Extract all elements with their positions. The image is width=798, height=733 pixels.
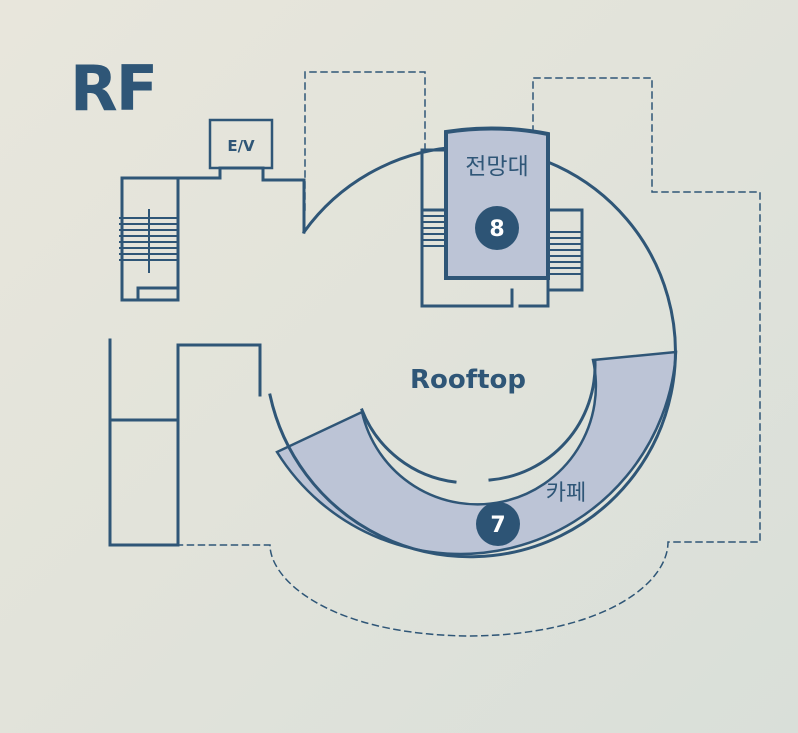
cafe-number: 7 bbox=[490, 513, 505, 538]
observatory-name: 전망대 bbox=[465, 154, 528, 180]
observatory-structure bbox=[420, 148, 584, 308]
left-building bbox=[108, 166, 306, 547]
cafe-name: 카페 bbox=[546, 481, 586, 506]
observatory-stairs bbox=[423, 215, 581, 275]
rooftop-label: Rooftop bbox=[410, 365, 526, 395]
observatory-number: 8 bbox=[489, 217, 504, 242]
floor-label: RF bbox=[70, 52, 158, 125]
cafe-area[interactable] bbox=[275, 350, 678, 556]
observatory-area[interactable] bbox=[444, 126, 550, 280]
elevator-label: E/V bbox=[227, 137, 255, 155]
left-stairs bbox=[119, 209, 179, 273]
elevator-box bbox=[208, 118, 274, 170]
observatory-marker[interactable]: 8 bbox=[475, 206, 519, 250]
dashed-outlines bbox=[177, 71, 761, 637]
cafe-marker[interactable]: 7 bbox=[476, 502, 520, 546]
